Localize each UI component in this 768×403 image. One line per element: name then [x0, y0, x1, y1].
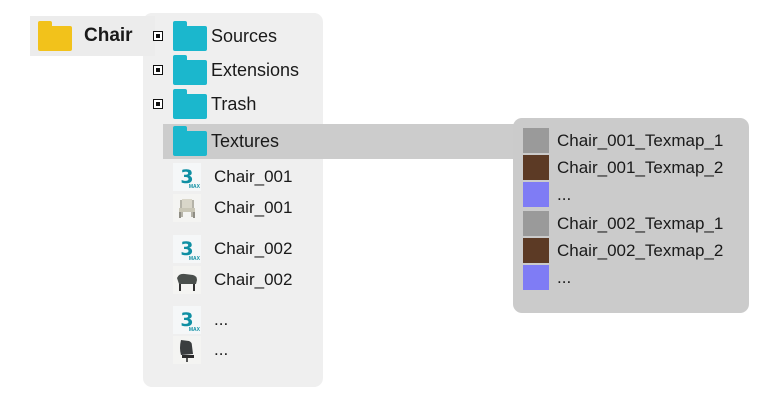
file-label: ...: [214, 310, 229, 329]
folder-icon: [173, 89, 207, 119]
file-label: Chair_002: [214, 239, 293, 258]
folder-label: Textures: [211, 130, 280, 151]
file-label: Chair_002: [214, 270, 293, 289]
folder-yellow-icon: [38, 21, 72, 51]
folder-label: Extensions: [211, 59, 300, 80]
texture-swatch-icon: [523, 265, 549, 290]
file-label: Chair_001: [214, 167, 293, 186]
file-label: Chair_001: [214, 198, 293, 217]
texture-label: Chair_001_Texmap_1: [557, 130, 724, 150]
texture-label: ...: [557, 267, 572, 287]
texture-swatch-icon: [523, 128, 549, 153]
texture-item[interactable]: Chair_002_Texmap_2: [523, 238, 723, 263]
texture-swatch-icon: [523, 182, 549, 207]
texture-swatch-icon: [523, 211, 549, 236]
expand-toggle[interactable]: [153, 65, 163, 75]
folder-extensions[interactable]: Extensions: [153, 55, 299, 85]
root-folder-chair[interactable]: Chair: [30, 16, 155, 56]
texture-item[interactable]: Chair_001_Texmap_2: [523, 155, 723, 180]
texture-label: Chair_002_Texmap_1: [557, 213, 724, 233]
folder-icon: [173, 21, 207, 51]
expand-toggle[interactable]: [153, 31, 163, 41]
chair-thumbnail-icon: [173, 266, 201, 294]
chair-thumbnail-icon: [173, 336, 201, 364]
texture-label: Chair_001_Texmap_2: [557, 157, 724, 177]
folder-icon: [173, 55, 207, 85]
texture-item[interactable]: Chair_001_Texmap_1: [523, 128, 723, 153]
root-folder-label: Chair: [84, 25, 133, 46]
texture-label: Chair_002_Texmap_2: [557, 240, 724, 260]
texture-list-panel: [513, 118, 749, 313]
texture-item[interactable]: ...: [523, 182, 571, 207]
file-item[interactable]: Chair_002: [173, 265, 292, 295]
chair-thumbnail-icon: [173, 194, 201, 222]
texture-swatch-icon: [523, 238, 549, 263]
texture-swatch-icon: [523, 155, 549, 180]
expand-toggle[interactable]: [153, 99, 163, 109]
folder-textures[interactable]: Textures: [173, 126, 279, 156]
texture-item[interactable]: Chair_002_Texmap_1: [523, 211, 723, 236]
folder-icon: [173, 126, 207, 156]
texture-item[interactable]: ...: [523, 265, 571, 290]
file-label: ...: [214, 340, 229, 359]
folder-trash[interactable]: Trash: [153, 89, 256, 119]
folder-sources[interactable]: Sources: [153, 21, 277, 51]
folder-label: Trash: [211, 93, 257, 114]
file-item[interactable]: Chair_001: [173, 193, 292, 223]
file-item[interactable]: ...: [173, 335, 228, 365]
textures-highlight-band: [163, 124, 533, 159]
texture-label: ...: [557, 184, 572, 204]
folder-label: Sources: [211, 25, 278, 46]
